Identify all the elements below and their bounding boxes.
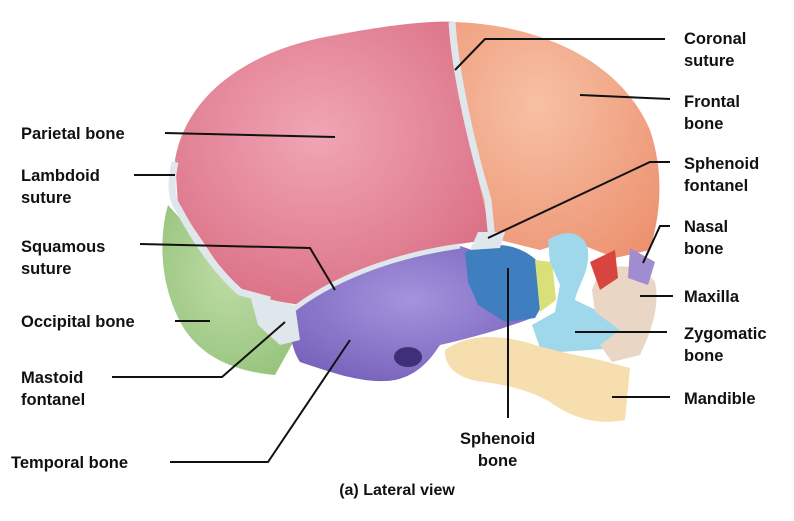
label-squamous-suture: Squamous suture (21, 236, 105, 280)
label-line: fontanel (21, 389, 85, 411)
ear-canal-shape (394, 347, 422, 367)
label-lambdoid-suture: Lambdoid suture (21, 165, 100, 209)
label-line: bone (684, 113, 740, 135)
label-line: suture (21, 258, 105, 280)
label-line: Squamous (21, 236, 105, 258)
label-line: Sphenoid (684, 153, 759, 175)
label-sphenoid-bone: Sphenoid bone (460, 428, 535, 472)
label-line: Sphenoid (460, 428, 535, 450)
label-line: Temporal bone (11, 452, 128, 474)
label-coronal-suture: Coronal suture (684, 28, 746, 72)
label-line: Mandible (684, 388, 756, 410)
label-mandible: Mandible (684, 388, 756, 410)
mandible-shape (445, 337, 630, 422)
label-line: bone (460, 450, 535, 472)
label-line: Nasal (684, 216, 728, 238)
label-line: Frontal (684, 91, 740, 113)
label-occipital-bone: Occipital bone (21, 311, 135, 333)
figure-caption: (a) Lateral view (0, 482, 794, 500)
label-zygomatic-bone: Zygomatic bone (684, 323, 767, 367)
label-sphenoid-fontanel: Sphenoid fontanel (684, 153, 759, 197)
label-line: Zygomatic (684, 323, 767, 345)
label-nasal-bone: Nasal bone (684, 216, 728, 260)
label-temporal-bone: Temporal bone (11, 452, 128, 474)
label-mastoid-fontanel: Mastoid fontanel (21, 367, 85, 411)
label-line: Occipital bone (21, 311, 135, 333)
label-line: Lambdoid (21, 165, 100, 187)
label-line: bone (684, 238, 728, 260)
label-line: Mastoid (21, 367, 85, 389)
label-line: Maxilla (684, 286, 739, 308)
label-line: Coronal (684, 28, 746, 50)
label-frontal-bone: Frontal bone (684, 91, 740, 135)
label-line: suture (21, 187, 100, 209)
label-line: fontanel (684, 175, 759, 197)
label-maxilla: Maxilla (684, 286, 739, 308)
label-line: Parietal bone (21, 123, 125, 145)
label-parietal-bone: Parietal bone (21, 123, 125, 145)
label-line: suture (684, 50, 746, 72)
label-line: bone (684, 345, 767, 367)
